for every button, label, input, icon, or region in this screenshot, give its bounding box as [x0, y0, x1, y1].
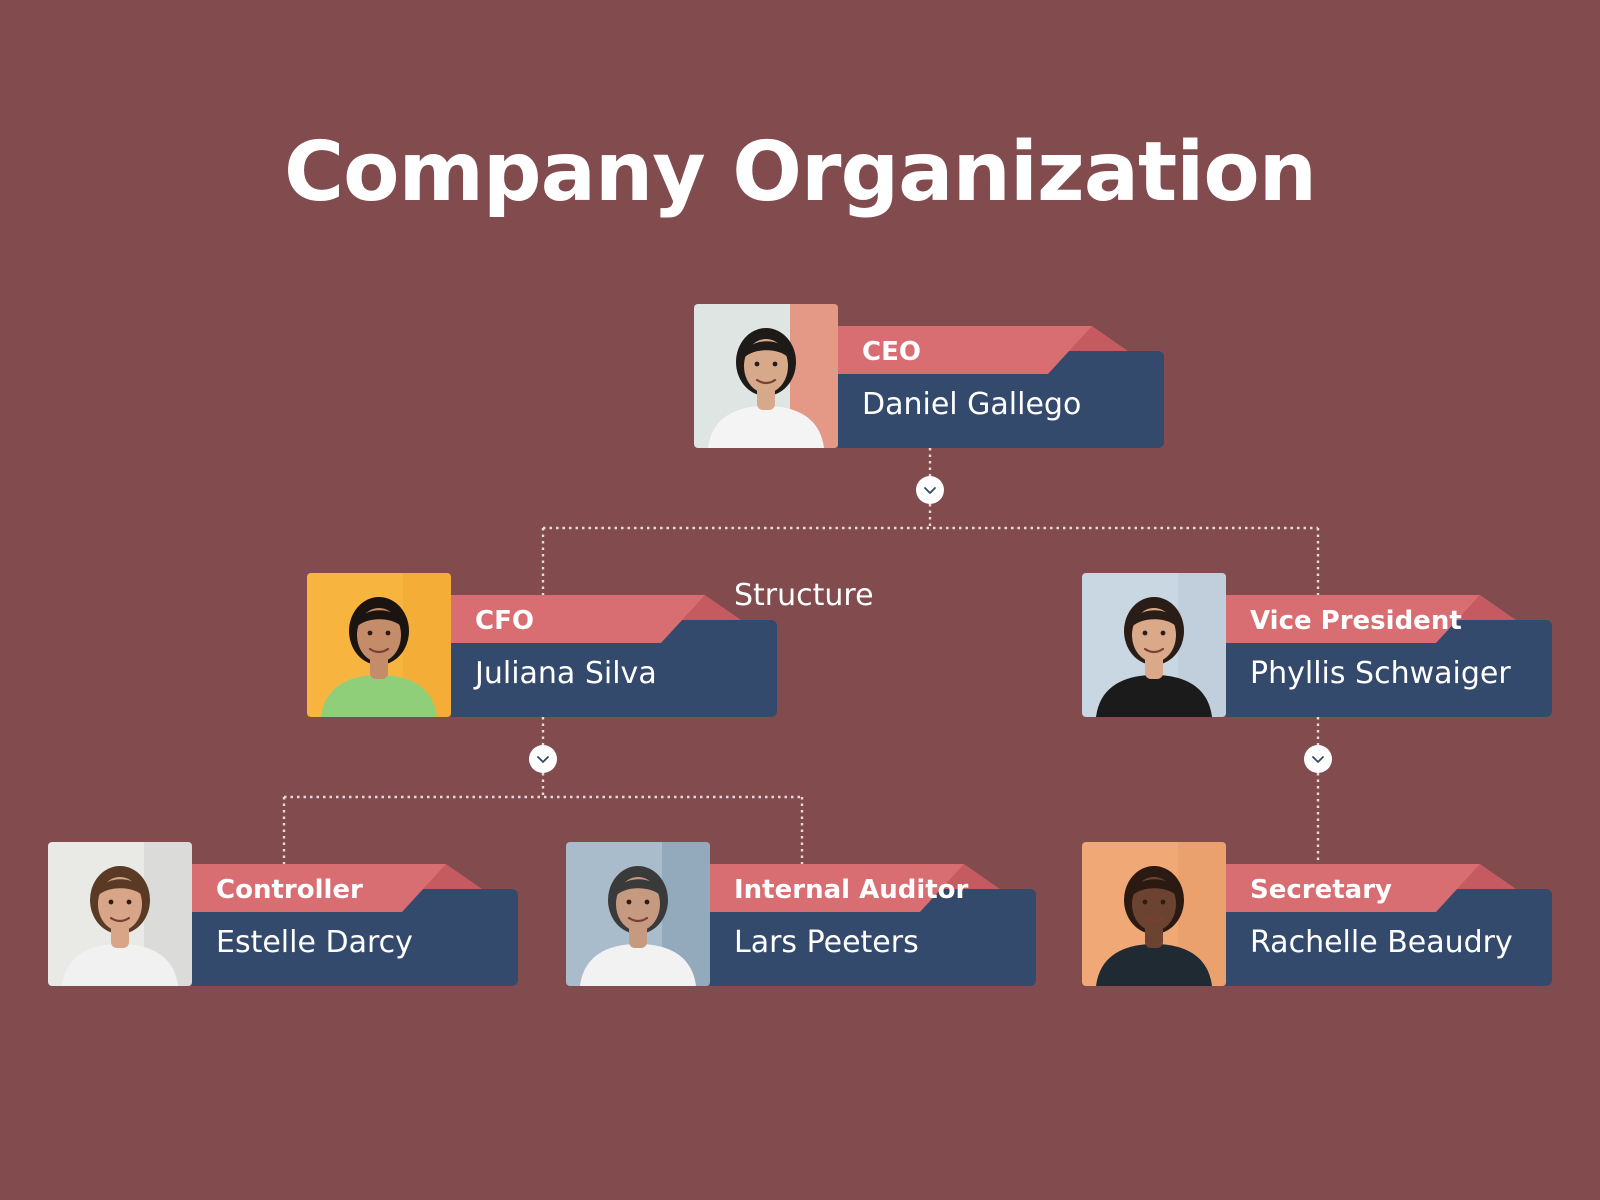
toggle-circle[interactable] [529, 745, 557, 773]
avatar-illustration [48, 842, 192, 986]
role-banner [710, 864, 1000, 912]
person-name: Phyllis Schwaiger [1250, 656, 1511, 691]
chevron-down-icon [1312, 756, 1324, 763]
role-banner [1226, 595, 1516, 643]
avatar [1082, 573, 1226, 717]
expand-toggle-cfo[interactable] [529, 745, 557, 773]
avatar [566, 842, 710, 986]
avatar-illustration [1082, 842, 1226, 986]
avatar-illustration [694, 304, 838, 448]
role-title: Controller [216, 875, 363, 905]
org-card-cfo[interactable]: CFO Juliana Silva [307, 573, 777, 717]
role-title: Vice President [1250, 606, 1462, 636]
toggle-circle[interactable] [916, 476, 944, 504]
avatar-illustration [307, 573, 451, 717]
avatar [307, 573, 451, 717]
expand-toggle-vp[interactable] [1304, 745, 1332, 773]
toggle-circle[interactable] [1304, 745, 1332, 773]
avatar-illustration [566, 842, 710, 986]
role-banner [192, 864, 482, 912]
avatar-illustration [1082, 573, 1226, 717]
expand-toggle-ceo[interactable] [916, 476, 944, 504]
role-title: Secretary [1250, 875, 1392, 905]
person-name: Juliana Silva [475, 656, 657, 691]
role-banner [1226, 864, 1516, 912]
person-name: Estelle Darcy [216, 925, 413, 960]
person-name: Rachelle Beaudry [1250, 925, 1513, 960]
chevron-down-icon [537, 756, 549, 763]
page-title: Company Organization [283, 125, 1317, 220]
chevron-down-icon [924, 487, 936, 494]
role-title: Internal Auditor [734, 875, 969, 905]
role-title: CFO [475, 606, 534, 636]
structure-label: Structure [734, 578, 874, 613]
avatar [48, 842, 192, 986]
person-name: Daniel Gallego [862, 387, 1082, 422]
avatar [694, 304, 838, 448]
person-name: Lars Peeters [734, 925, 919, 960]
role-title: CEO [862, 337, 921, 367]
role-banner [838, 326, 1128, 374]
org-card-ceo[interactable]: CEO Daniel Gallego [694, 304, 1164, 448]
role-banner [451, 595, 741, 643]
avatar [1082, 842, 1226, 986]
